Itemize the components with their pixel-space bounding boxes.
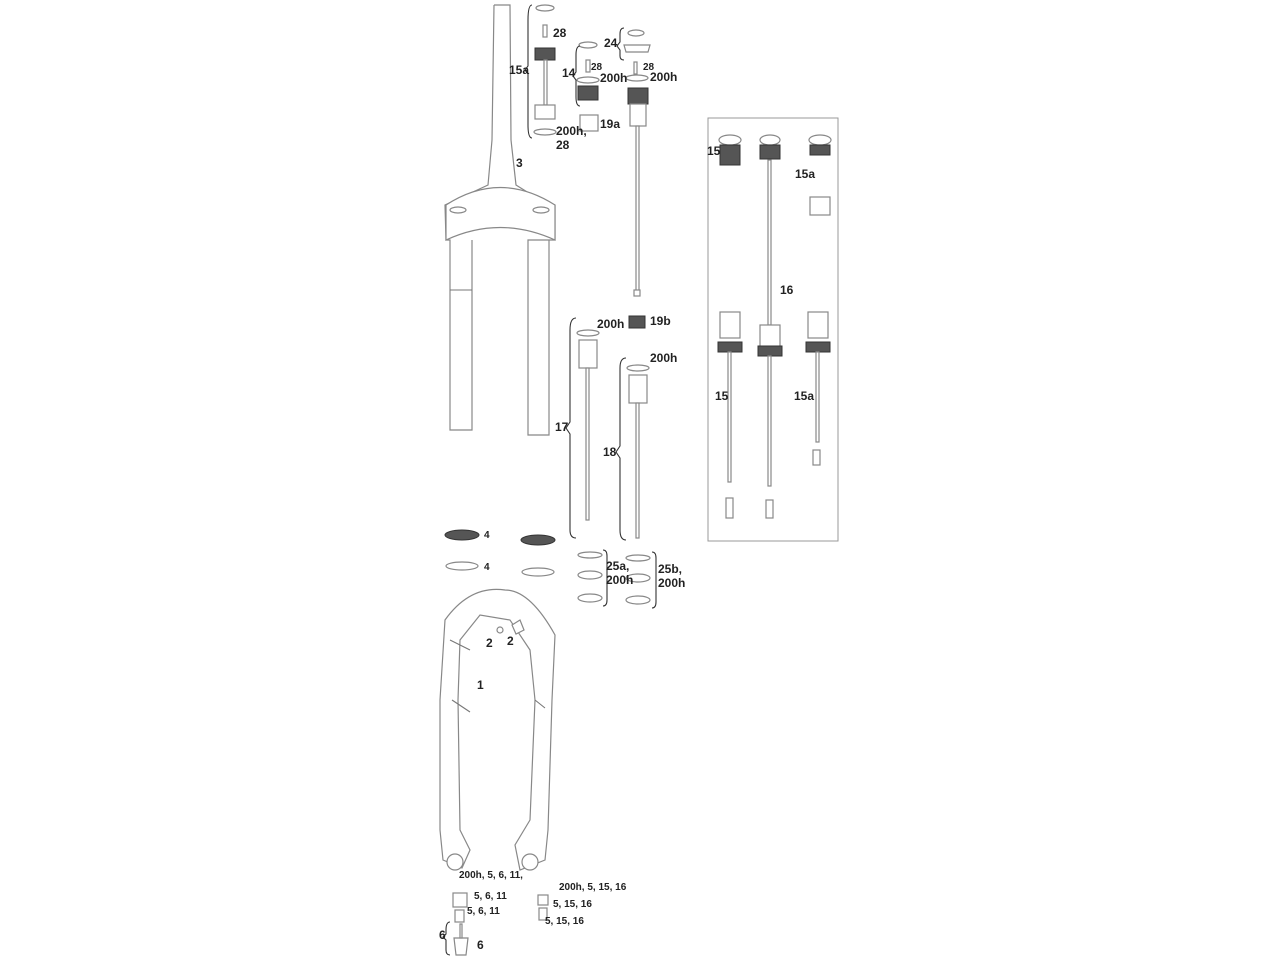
- callout: 3: [516, 156, 523, 170]
- callout: 17: [555, 420, 569, 434]
- callout: 200h: [658, 576, 685, 590]
- callout: 1: [477, 678, 484, 692]
- callout: 19a: [600, 117, 620, 131]
- callout: 200h,: [556, 124, 587, 138]
- callout: 24: [604, 36, 618, 50]
- damper-top-parts: [533, 4, 651, 297]
- seals-and-rings: [444, 529, 651, 635]
- callout: 15a: [794, 389, 814, 403]
- callout: 19b: [650, 314, 671, 328]
- callout: 28: [553, 26, 567, 40]
- callout: 200h: [650, 70, 677, 84]
- callout: 4: [484, 562, 490, 573]
- callout: 2: [507, 634, 514, 648]
- callout-labels: 28 15a 24 28 28 14 200h 200h 19a 200h, 2…: [439, 26, 815, 952]
- callout: 28: [643, 62, 655, 73]
- callout: 200h: [597, 317, 624, 331]
- callout: 25a,: [606, 559, 629, 573]
- callout: 16: [780, 283, 794, 297]
- inset-box: [707, 117, 839, 542]
- crown-steerer-assembly: [444, 4, 556, 436]
- callout: 5, 15, 16: [545, 916, 584, 927]
- callout: 200h: [606, 573, 633, 587]
- callout: 200h, 5, 6, 11,: [459, 870, 523, 881]
- callout: 5, 6, 11: [467, 906, 500, 917]
- callout: 28: [556, 138, 570, 152]
- callout: 5, 6, 11: [474, 891, 507, 902]
- callout: 15: [715, 389, 729, 403]
- callout: 4: [484, 530, 490, 541]
- callout: 200h, 5, 15, 16: [559, 882, 627, 893]
- brackets: [442, 4, 657, 956]
- callout: 18: [603, 445, 617, 459]
- callout: 200h: [650, 351, 677, 365]
- callout: 15a: [509, 63, 529, 77]
- callout: 2: [486, 636, 493, 650]
- callout: 200h: [600, 71, 627, 85]
- callout: 6: [477, 938, 484, 952]
- callout: 15: [707, 144, 721, 158]
- callout: 28: [591, 62, 603, 73]
- lower-legs: [439, 588, 556, 871]
- callout: 25b,: [658, 562, 682, 576]
- callout: 15a: [795, 167, 815, 181]
- callout: 5, 15, 16: [553, 899, 592, 910]
- callout: 6: [439, 928, 446, 942]
- bottom-hardware: [452, 892, 549, 956]
- damper-rods: [576, 315, 650, 539]
- callout: 14: [562, 66, 576, 80]
